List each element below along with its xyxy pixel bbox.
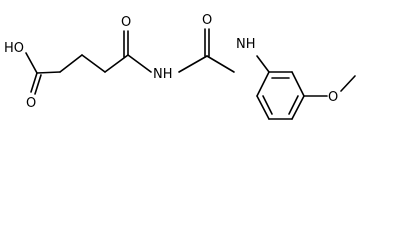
urea-linkage [178,28,270,73]
chain-bond-4 [104,54,129,73]
aniline-nh-label: NH [236,37,256,52]
chain-bond-3 [81,54,106,73]
chain-bond-1 [36,71,61,74]
urea-oxygen-label: O [202,13,212,28]
ring-bond-2 [291,71,305,97]
c-o-double-bond-b [34,74,42,95]
ring-bond-5 [256,95,270,120]
n-c-bond [178,55,208,73]
chain-bond-2 [59,54,83,73]
carboxylic-acid-group [25,52,42,95]
imide-nh-label: NH [153,67,173,82]
nh-ring-bond [256,55,270,73]
c-oh-bond [25,52,38,74]
chemical-structure: HO O O O NH NH O [4,13,356,120]
c-o-double-bond-a [30,72,38,93]
ketone-oxygen-label: O [121,15,131,30]
acid-carbonyl-oxygen-label: O [26,96,36,111]
amide-carbonyl [123,30,152,73]
benzene-ring [256,71,305,120]
o-methyl-bond [340,75,356,92]
hydroxyl-label: HO [4,41,24,56]
c-nh-bond [206,55,235,73]
methoxy-group [303,75,356,97]
alkyl-chain [36,54,129,74]
ether-oxygen-label: O [328,90,338,105]
c-n-bond [127,54,152,73]
ring-bond-3 [291,95,305,120]
ring-inner-bond-2 [288,95,299,115]
ring-bond-6 [256,71,270,97]
ring-inner-bond-3 [262,95,273,115]
